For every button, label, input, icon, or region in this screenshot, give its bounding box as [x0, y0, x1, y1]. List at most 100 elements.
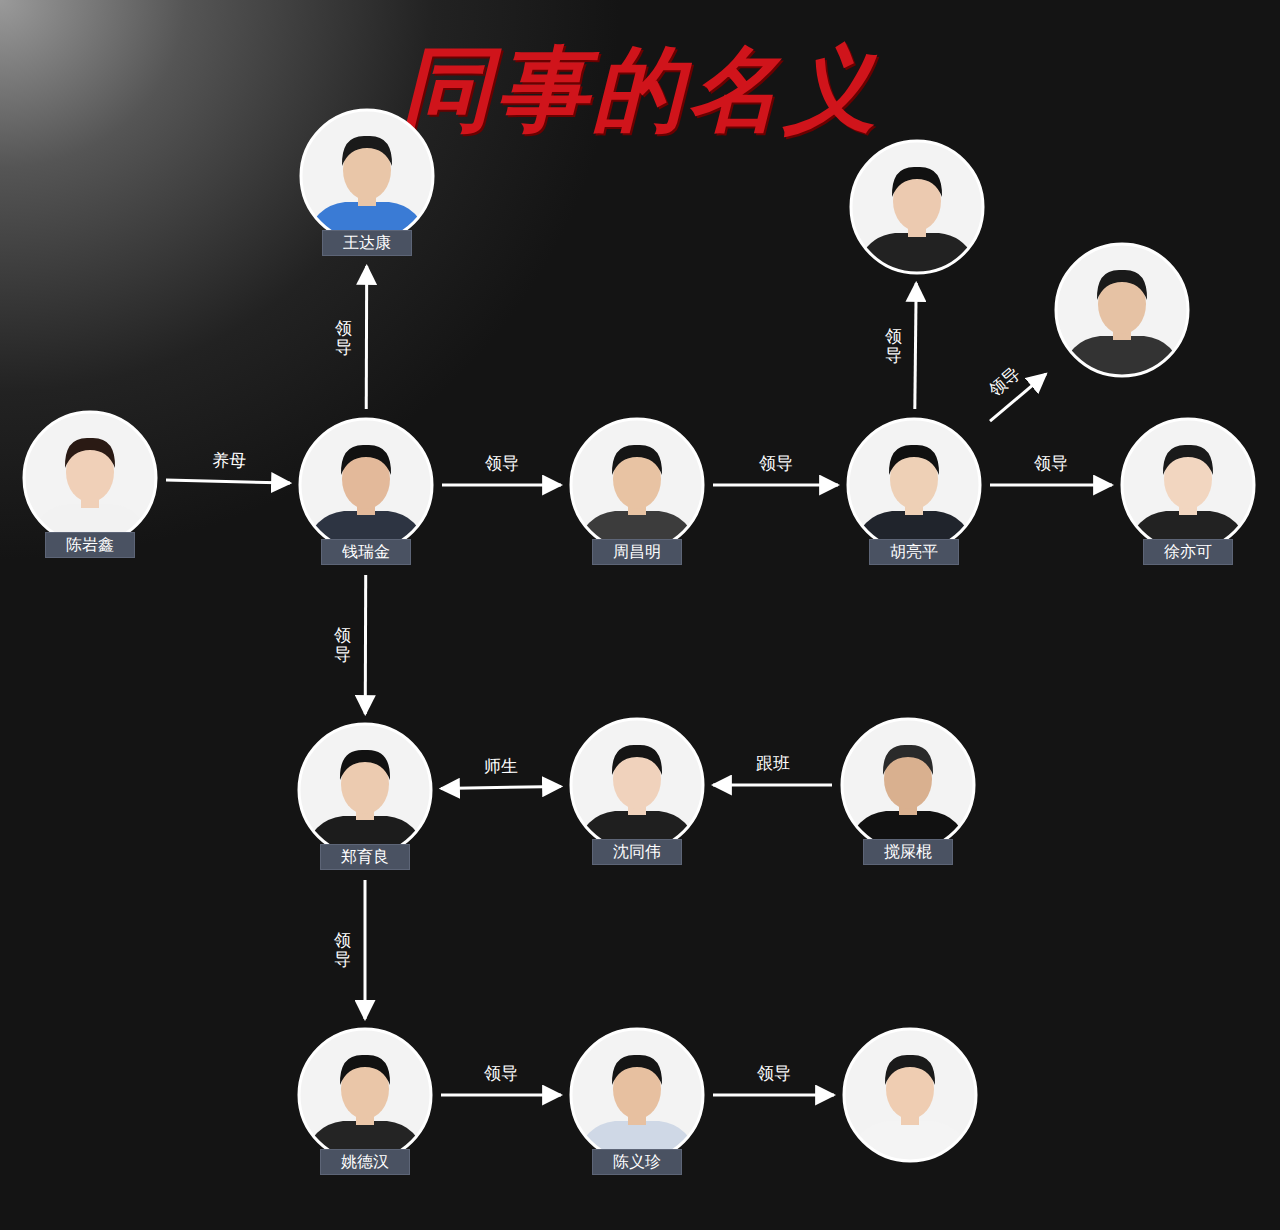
portrait-ring: [300, 419, 432, 551]
person-node: [844, 1029, 976, 1161]
portrait-photo: [1120, 417, 1256, 553]
relation-arrow: [713, 1094, 834, 1097]
hair: [885, 1055, 935, 1085]
name-tag: 胡亮平: [869, 539, 959, 565]
hair: [340, 750, 390, 780]
name-tag: 周昌明: [592, 539, 682, 565]
relation-arrow: [713, 484, 838, 487]
portrait-photo: [299, 108, 435, 244]
portrait-group: [298, 417, 434, 553]
relation-arrow: [365, 266, 368, 409]
portrait-photo: [849, 139, 985, 275]
portrait-ring: [299, 1029, 431, 1161]
portrait-group: [1120, 417, 1256, 553]
diagram-title: 同事的名义: [0, 28, 1280, 152]
person-node: 郑育良: [299, 724, 431, 870]
portrait-ring: [571, 719, 703, 851]
portrait-group: [846, 417, 982, 553]
person-node: 沈同伟: [571, 719, 703, 865]
relation-arrow: [441, 1094, 561, 1097]
relation-label: 领导: [984, 362, 1023, 399]
relation-arrow: [990, 484, 1112, 487]
name-tag: 郑育良: [320, 844, 410, 870]
person-node: 搅屎棍: [842, 719, 974, 865]
hair: [1163, 445, 1213, 475]
relation-label: 领导: [885, 327, 902, 364]
name-tag: 陈义珍: [592, 1149, 682, 1175]
portrait-group: [299, 108, 435, 244]
hair: [612, 1055, 662, 1085]
person-node: 姚德汉: [299, 1029, 431, 1175]
portrait-group: [1054, 242, 1190, 378]
hair: [342, 136, 392, 166]
hair: [341, 445, 391, 475]
portrait-photo: [569, 1027, 705, 1163]
portrait-photo: [1054, 242, 1190, 378]
portrait-group: [569, 717, 705, 853]
person-node: 胡亮平: [848, 419, 980, 565]
person-node: 徐亦可: [1122, 419, 1254, 565]
relation-arrow: [915, 283, 916, 409]
relation-label: 师生: [483, 755, 517, 776]
relation-label: 跟班: [756, 753, 790, 773]
person-node: 钱瑞金: [300, 419, 432, 565]
name-tag: 徐亦可: [1143, 539, 1233, 565]
hair: [612, 445, 662, 475]
name-tag: 钱瑞金: [321, 539, 411, 565]
relation-label: 领导: [334, 626, 351, 663]
portrait-ring: [299, 724, 431, 856]
portrait-ring: [844, 1029, 976, 1161]
portrait-group: [842, 1027, 978, 1163]
portrait-ring: [571, 1029, 703, 1161]
portrait-photo: [569, 717, 705, 853]
relation-label: 领导: [757, 1063, 791, 1083]
name-tag: 陈岩鑫: [45, 532, 135, 558]
hair: [340, 1055, 390, 1085]
relation-label: 领导: [759, 453, 793, 473]
shoulders: [855, 233, 979, 275]
portrait-ring: [571, 419, 703, 551]
portrait-photo: [298, 417, 434, 553]
portrait-ring: [24, 412, 156, 544]
portrait-ring: [842, 719, 974, 851]
portrait-ring: [301, 110, 433, 242]
portrait-group: [22, 410, 158, 546]
relation-label: 领导: [484, 1063, 518, 1083]
person-node: [851, 141, 983, 273]
portrait-photo: [22, 410, 158, 546]
person-node: 陈义珍: [571, 1029, 703, 1175]
relation-label: 领导: [334, 931, 351, 968]
portrait-group: [297, 1027, 433, 1163]
portrait-ring: [1122, 419, 1254, 551]
portrait-ring: [1056, 244, 1188, 376]
portrait-photo: [840, 717, 976, 853]
relation-label: 养母: [211, 449, 245, 470]
portrait-photo: [297, 722, 433, 858]
portrait-photo: [569, 417, 705, 553]
relation-arrow: [166, 480, 290, 483]
hair: [892, 167, 942, 197]
portrait-group: [569, 1027, 705, 1163]
shoulders: [1060, 336, 1184, 378]
portrait-photo: [846, 417, 982, 553]
relation-arrow: [442, 484, 561, 487]
portrait-group: [297, 722, 433, 858]
person-node: 周昌明: [571, 419, 703, 565]
hair: [1097, 270, 1147, 300]
name-tag: 王达康: [322, 230, 412, 256]
relation-label: 领导: [1034, 453, 1068, 473]
relation-arrow: [713, 784, 832, 787]
portrait-ring: [848, 419, 980, 551]
relation-arrow: [441, 786, 561, 788]
name-tag: 姚德汉: [320, 1149, 410, 1175]
relation-label: 领导: [485, 453, 519, 473]
hair: [65, 438, 115, 468]
portrait-photo: [297, 1027, 433, 1163]
hair: [612, 745, 662, 775]
relation-arrow: [364, 880, 367, 1019]
portrait-photo: [842, 1027, 978, 1163]
person-node: 王达康: [301, 110, 433, 256]
hair: [883, 745, 933, 775]
relation-label: 领导: [335, 319, 352, 356]
